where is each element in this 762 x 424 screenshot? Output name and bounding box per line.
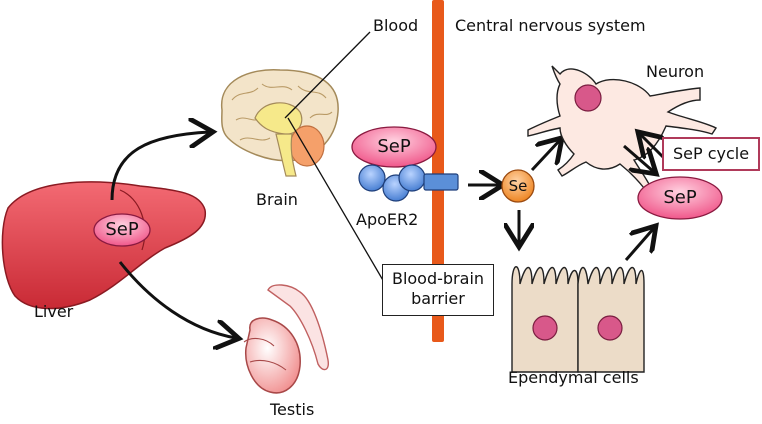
blood-brain-barrier-bar bbox=[432, 0, 444, 342]
liver-organ bbox=[1, 181, 206, 310]
arrow-sep-to-neuron bbox=[640, 134, 664, 158]
sep-cns-label: SeP bbox=[663, 187, 697, 208]
apoer2-receptor bbox=[358, 164, 459, 202]
arrow-liver-to-testis bbox=[118, 261, 236, 338]
neuron-cell bbox=[527, 65, 718, 189]
sep-liver-label: SeP bbox=[105, 219, 139, 240]
bbb-label-line1: Blood-brain bbox=[391, 269, 485, 288]
label-liver: Liver bbox=[34, 302, 74, 321]
se-label: Se bbox=[508, 177, 528, 195]
arrow-ependymal-to-sep bbox=[624, 228, 654, 261]
blood-brain-barrier-box: Blood-brain barrier bbox=[382, 264, 494, 316]
bbb-label-line2: barrier bbox=[411, 289, 465, 308]
brain-organ bbox=[221, 69, 339, 177]
arrow-se-to-neuron bbox=[530, 140, 560, 172]
sep-cns-ellipse bbox=[637, 176, 723, 220]
label-brain: Brain bbox=[256, 190, 298, 209]
sep-liver-ellipse bbox=[93, 213, 151, 247]
sep-cycle-box: SeP cycle bbox=[662, 137, 760, 171]
bbb-pointer-line bbox=[287, 117, 385, 283]
label-testis: Testis bbox=[270, 400, 315, 419]
sep-liver-pill: SeP bbox=[92, 212, 152, 248]
se-circle bbox=[501, 169, 535, 203]
label-apoer2: ApoER2 bbox=[356, 210, 419, 229]
label-central-nervous-system: Central nervous system bbox=[455, 16, 646, 35]
label-blood: Blood bbox=[373, 16, 419, 35]
testis-organ bbox=[243, 284, 330, 394]
arrow-liver-to-brain bbox=[110, 132, 210, 201]
label-ependymal-cells: Ependymal cells bbox=[508, 368, 639, 387]
label-neuron: Neuron bbox=[646, 62, 705, 81]
ependymal-cells bbox=[511, 266, 645, 373]
sep-receptor-ellipse bbox=[351, 126, 437, 168]
blood-pointer-line bbox=[284, 31, 371, 119]
sep-receptor-label: SeP bbox=[377, 136, 411, 157]
